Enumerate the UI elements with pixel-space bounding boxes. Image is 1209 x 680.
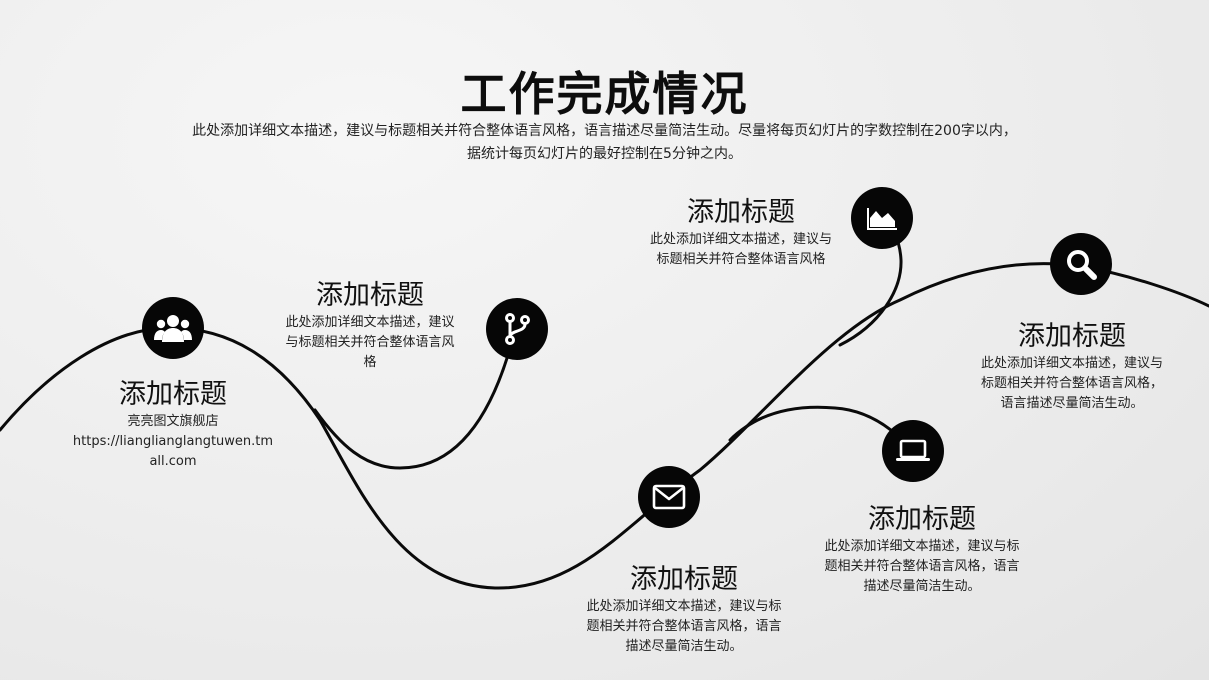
- page-subtitle: 此处添加详细文本描述，建议与标题相关并符合整体语言风格，语言描述尽量简洁生动。尽…: [120, 120, 1089, 166]
- item-description: 亮亮图文旗舰店: [127, 414, 219, 429]
- item-laptop: 添加标题 此处添加详细文本描述，建议与标题相关并符合整体语言风格，语言描述尽量简…: [824, 503, 1020, 597]
- search-icon-node: [1050, 233, 1112, 295]
- item-title: 添加标题: [687, 197, 795, 228]
- laptop-icon: [896, 439, 930, 461]
- page-title: 工作完成情况: [460, 67, 749, 121]
- search-icon: [1067, 250, 1097, 280]
- area-chart-icon-node: [851, 187, 913, 249]
- item-title: 添加标题: [630, 564, 738, 595]
- subtitle-line-1: 此处添加详细文本描述，建议与标题相关并符合整体语言风格，语言描述尽量简洁生动。尽…: [192, 123, 1017, 139]
- git-branch-icon: [505, 313, 530, 345]
- item-area-chart: 添加标题 此处添加详细文本描述，建议与标题相关并符合整体语言风格: [650, 196, 832, 270]
- area-chart-icon: [867, 208, 897, 230]
- item-mail: 添加标题 此处添加详细文本描述，建议与标题相关并符合整体语言风格，语言描述尽量简…: [586, 563, 782, 657]
- item-title: 添加标题: [1018, 321, 1126, 352]
- item-description: 此处添加详细文本描述，建议与标题相关并符合整体语言风格: [285, 315, 455, 370]
- item-description: 此处添加详细文本描述，建议与标题相关并符合整体语言风格，语言描述尽量简洁生动。: [980, 356, 1163, 411]
- item-description: 此处添加详细文本描述，建议与标题相关并符合整体语言风格，语言描述尽量简洁生动。: [824, 539, 1020, 594]
- item-search: 添加标题 此处添加详细文本描述，建议与标题相关并符合整体语言风格，语言描述尽量简…: [975, 320, 1169, 414]
- mail-icon-node: [638, 466, 700, 528]
- item-link: https://lianglianglangtuwen.tmall.com: [72, 434, 274, 469]
- users-icon: [154, 315, 192, 342]
- item-description: 此处添加详细文本描述，建议与标题相关并符合整体语言风格: [650, 232, 833, 267]
- item-title: 添加标题: [868, 504, 976, 535]
- item-title: 添加标题: [119, 379, 227, 410]
- users-icon-node: [142, 297, 204, 359]
- laptop-icon-node: [882, 420, 944, 482]
- item-git-branch: 添加标题 此处添加详细文本描述，建议与标题相关并符合整体语言风格: [280, 279, 460, 373]
- item-users: 添加标题 亮亮图文旗舰店 https://lianglianglangtuwen…: [70, 378, 276, 472]
- subtitle-line-2: 据统计每页幻灯片的最好控制在5分钟之内。: [467, 146, 742, 162]
- mail-icon: [652, 484, 686, 510]
- branch-curve-1: [313, 328, 517, 470]
- item-title: 添加标题: [316, 280, 424, 311]
- git-branch-icon-node: [486, 298, 548, 360]
- item-description: 此处添加详细文本描述，建议与标题相关并符合整体语言风格，语言描述尽量简洁生动。: [586, 599, 782, 654]
